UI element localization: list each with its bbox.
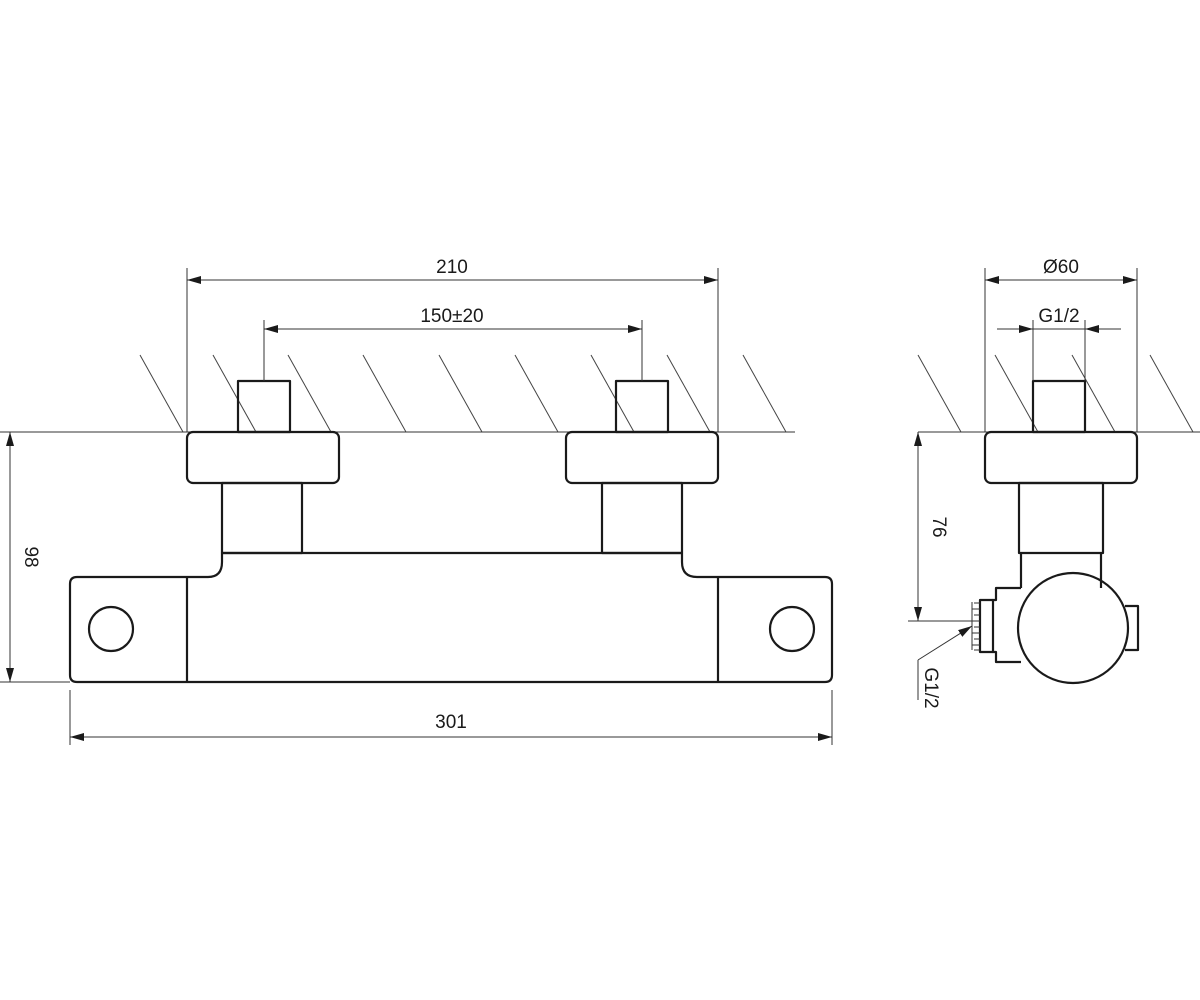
dim-g12-outlet-label: G1/2 <box>920 667 941 708</box>
dim-210: 210 <box>186 257 719 432</box>
side-view <box>971 379 1140 685</box>
left-wall-pipe <box>236 379 292 434</box>
dim-diameter-60: Ø60 <box>984 257 1138 432</box>
right-wall-pipe <box>614 379 670 434</box>
dim-98-label: 98 <box>20 546 41 567</box>
dim-g12-outlet: G1/2 <box>917 625 973 709</box>
dim-301: 301 <box>69 690 833 745</box>
left-rosette <box>185 430 341 485</box>
side-knob-circle <box>1016 571 1130 685</box>
dim-210-label: 210 <box>436 257 468 278</box>
side-body-neck <box>1019 553 1103 588</box>
wall-side <box>917 354 1200 433</box>
dim-150-label: 150±20 <box>420 306 483 327</box>
dim-diameter-60-label: Ø60 <box>1043 257 1079 278</box>
right-connector <box>600 481 684 555</box>
right-knob-circle <box>768 605 816 653</box>
dim-301-label: 301 <box>435 712 467 733</box>
dim-g12-top: G1/2 <box>997 306 1121 381</box>
side-rosette <box>983 430 1139 485</box>
outlet-thread-fitting <box>971 586 1021 664</box>
dim-76: 76 <box>908 432 972 622</box>
dim-76-label: 76 <box>928 516 949 537</box>
mixer-body <box>68 551 834 684</box>
front-view <box>68 379 834 684</box>
side-rear-stub <box>1125 604 1140 652</box>
wall-front <box>0 354 795 433</box>
right-rosette <box>564 430 720 485</box>
left-connector <box>220 481 304 555</box>
dim-g12-top-label: G1/2 <box>1038 306 1079 327</box>
dim-150: 150±20 <box>263 306 643 381</box>
side-connector <box>1017 481 1105 555</box>
left-knob-circle <box>87 605 135 653</box>
side-wall-pipe <box>1031 379 1087 434</box>
dim-98: 98 <box>0 432 70 683</box>
